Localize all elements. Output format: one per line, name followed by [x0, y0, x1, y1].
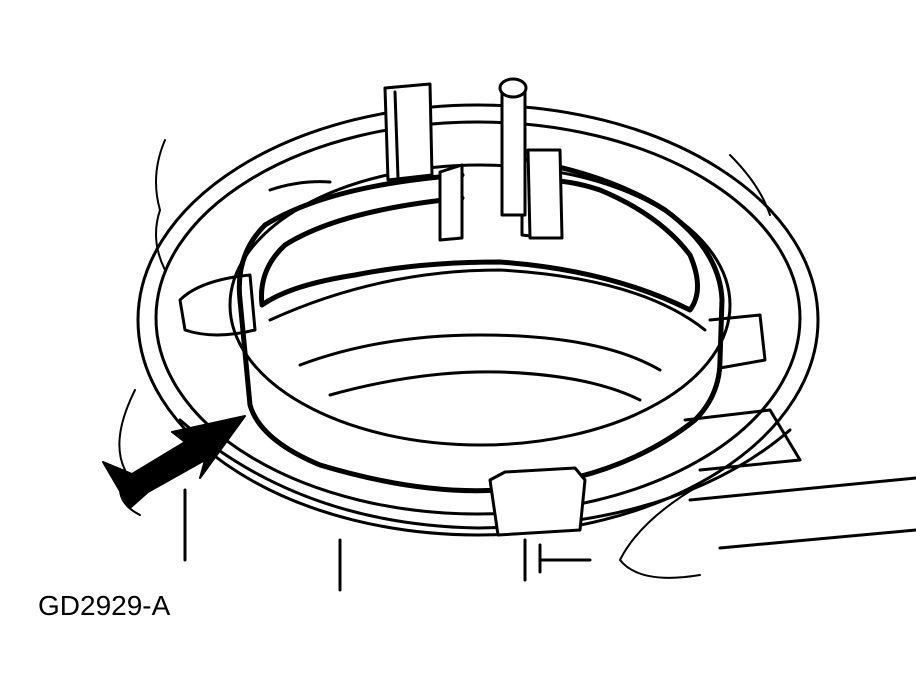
figure-code-label: GD2929-A	[38, 590, 171, 621]
band-struts	[383, 77, 564, 240]
case-housing	[118, 103, 916, 592]
band-anchor-clip	[488, 466, 587, 537]
servo-band	[236, 157, 725, 494]
drum-recess	[178, 163, 802, 472]
pointer-arrow-icon	[102, 415, 246, 509]
